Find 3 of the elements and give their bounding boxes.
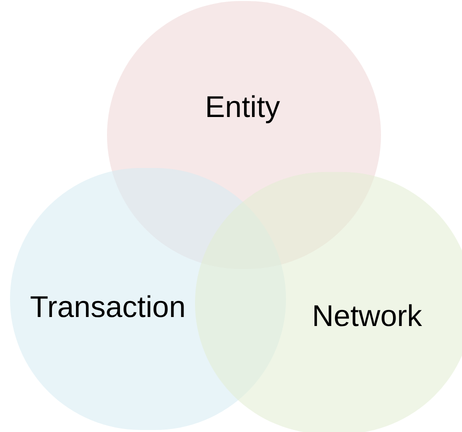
circle-label: Transaction bbox=[30, 293, 186, 323]
circle-label: Entity bbox=[205, 93, 280, 123]
circle-label: Network bbox=[312, 302, 422, 332]
